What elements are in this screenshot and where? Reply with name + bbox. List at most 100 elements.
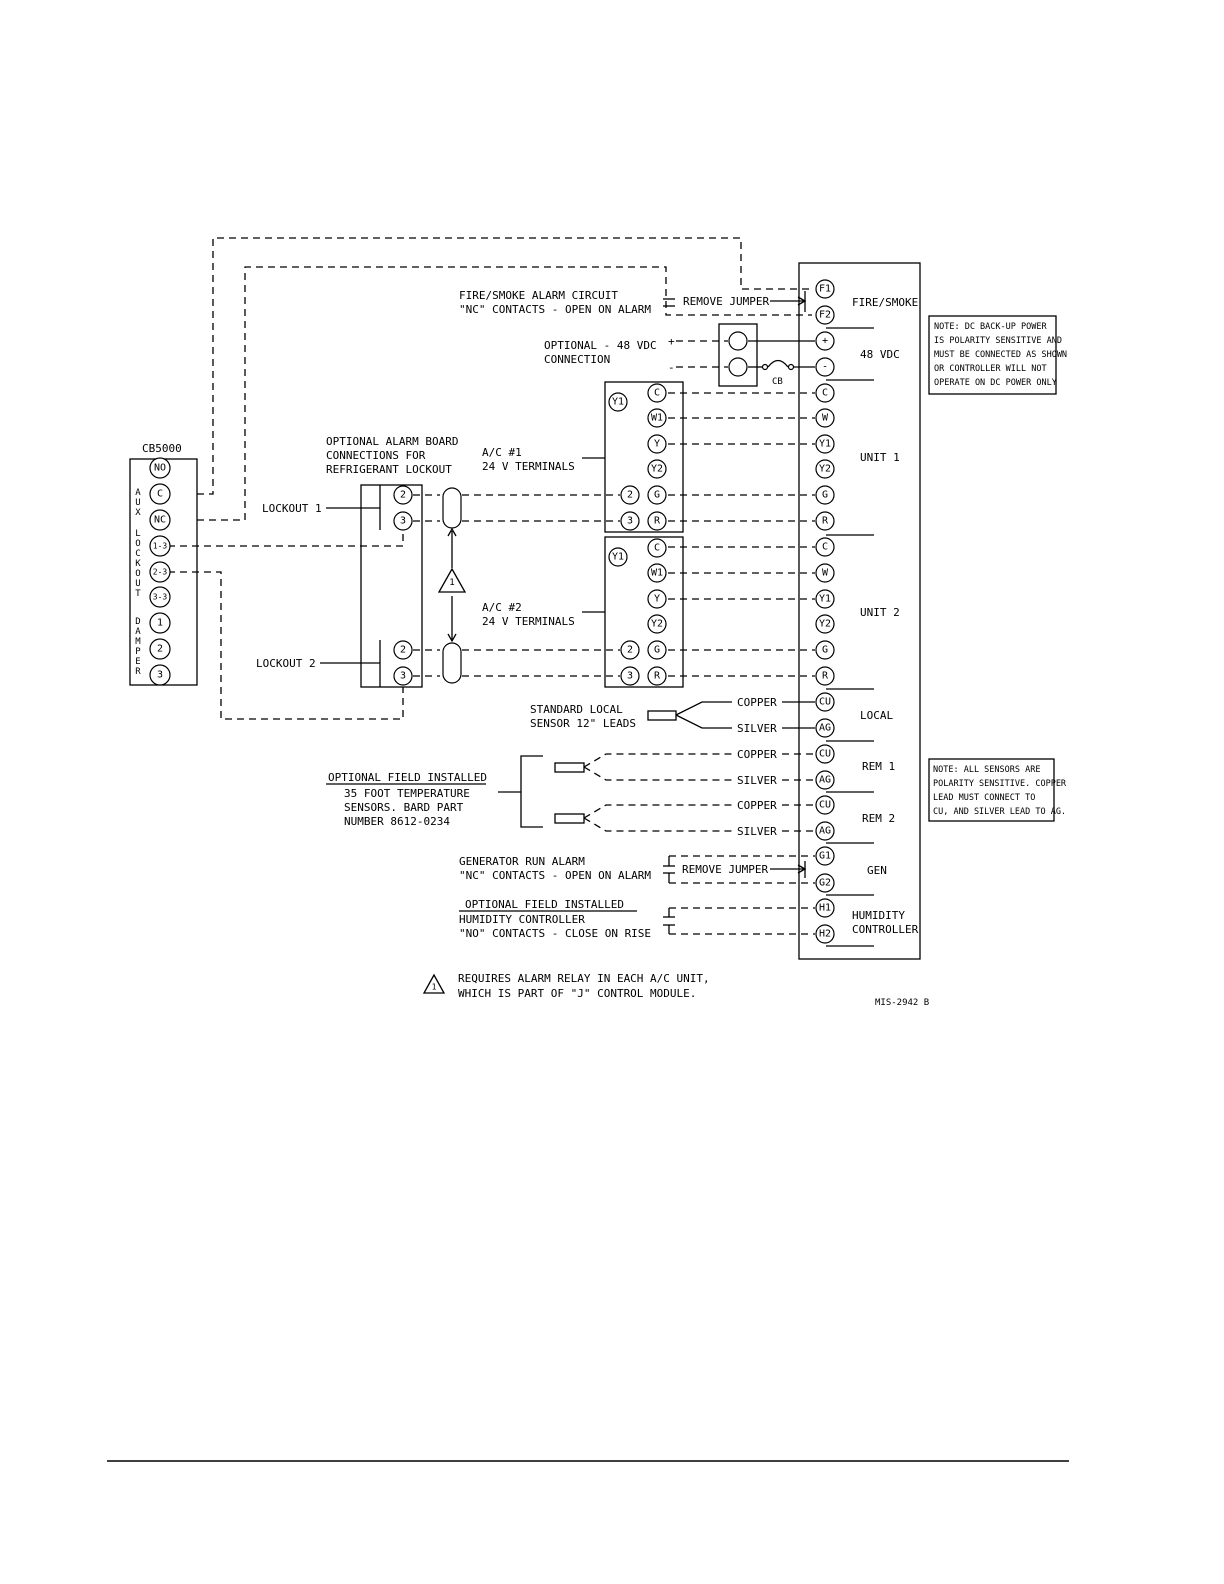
svg-text:REQUIRES ALARM RELAY IN EACH A: REQUIRES ALARM RELAY IN EACH A/C UNIT, xyxy=(458,972,710,985)
svg-text:OR CONTROLLER WILL NOT: OR CONTROLLER WILL NOT xyxy=(934,364,1047,374)
dc-plus-connector xyxy=(728,331,748,351)
terminal-ag: AG xyxy=(815,770,835,790)
svg-text:LEAD MUST CONNECT TO: LEAD MUST CONNECT TO xyxy=(933,793,1035,803)
optional-48vdc-2: CONNECTION xyxy=(544,353,610,366)
svg-text:-: - xyxy=(822,362,828,373)
terminal-y2: Y2 xyxy=(815,459,835,479)
terminal-y1: Y1 xyxy=(815,589,835,609)
svg-text:R: R xyxy=(822,516,829,527)
relay-triangle xyxy=(437,567,467,593)
terminal-1-3: 1-3 xyxy=(149,535,171,557)
svg-text:HUMIDITY CONTROLLER: HUMIDITY CONTROLLER xyxy=(459,913,585,926)
local-sensor-icon xyxy=(647,710,677,721)
section-fire-smoke: FIRE/SMOKE xyxy=(852,296,918,309)
svg-text:CU: CU xyxy=(819,749,831,760)
svg-text:G2: G2 xyxy=(819,878,831,889)
terminal-cu: CU xyxy=(815,744,835,764)
terminal--: - xyxy=(815,357,835,377)
svg-text:1: 1 xyxy=(432,983,437,992)
terminal-c: C xyxy=(647,538,667,558)
svg-text:C: C xyxy=(654,388,660,399)
svg-text:2-3: 2-3 xyxy=(153,568,168,577)
svg-text:COPPER: COPPER xyxy=(737,696,777,709)
cb5000-lockout-label: LOCKOUT xyxy=(133,529,143,599)
svg-text:"NO" CONTACTS - CLOSE ON RISE: "NO" CONTACTS - CLOSE ON RISE xyxy=(459,927,651,940)
controller-box xyxy=(798,262,921,960)
alarm-board: OPTIONAL ALARM BOARD CONNECTIONS FOR REF… xyxy=(256,435,467,688)
terminal-2: 2 xyxy=(393,485,413,505)
ac1-label-1: A/C #1 xyxy=(482,446,522,459)
svg-text:2: 2 xyxy=(400,490,406,501)
section-rem-1: REM 1 xyxy=(862,760,895,773)
svg-text:1-3: 1-3 xyxy=(153,542,168,551)
terminal-h1: H1 xyxy=(815,898,835,918)
section-controller: CONTROLLER xyxy=(852,923,919,936)
terminal-3: 3 xyxy=(393,511,413,531)
svg-text:2: 2 xyxy=(627,645,633,656)
svg-text:NUMBER 8612-0234: NUMBER 8612-0234 xyxy=(344,815,450,828)
svg-text:H1: H1 xyxy=(819,903,831,914)
terminal-ag: AG xyxy=(815,718,835,738)
svg-text:SENSOR 12" LEADS: SENSOR 12" LEADS xyxy=(530,717,636,730)
terminal-r: R xyxy=(647,666,667,686)
aux-nc-wire xyxy=(197,266,812,521)
svg-text:H2: H2 xyxy=(819,929,831,940)
controller-block: F1F2+-CWY1Y2GRCWY1Y2GRCUAGCUAGCUAGG1G2H1… xyxy=(798,262,921,960)
svg-text:Y1: Y1 xyxy=(612,552,624,563)
svg-text:R: R xyxy=(654,516,661,527)
svg-text:G1: G1 xyxy=(819,851,831,862)
lockout-2-3-wire xyxy=(168,571,404,720)
svg-text:SILVER: SILVER xyxy=(737,722,777,735)
alarm-board-title-2: CONNECTIONS FOR xyxy=(326,449,426,462)
svg-text:Y2: Y2 xyxy=(819,464,831,475)
terminal-2: 2 xyxy=(393,640,413,660)
svg-text:R: R xyxy=(654,671,661,682)
fire-smoke-labels: FIRE/SMOKE ALARM CIRCUIT "NC" CONTACTS -… xyxy=(459,289,769,316)
remove-jumper-label-2: REMOVE JUMPER xyxy=(682,863,768,876)
svg-text:F2: F2 xyxy=(819,310,831,321)
remote-sensor-1-icon xyxy=(554,762,585,773)
terminal-3: 3 xyxy=(149,664,171,686)
terminal-r: R xyxy=(647,511,667,531)
svg-text:W: W xyxy=(822,568,829,579)
lockout-2-label: LOCKOUT 2 xyxy=(256,657,316,670)
terminal-3: 3 xyxy=(620,666,640,686)
svg-text:C: C xyxy=(654,543,660,554)
terminal--: + xyxy=(815,331,835,351)
terminal-y1: Y1 xyxy=(815,434,835,454)
cb5000-aux-label: AUX xyxy=(133,488,143,518)
terminal-no: NO xyxy=(149,457,171,479)
terminal-y2: Y2 xyxy=(647,459,667,479)
terminal-g: G xyxy=(815,485,835,505)
svg-text:NO: NO xyxy=(154,463,166,474)
terminal-w1: W1 xyxy=(647,408,667,428)
terminal-g1: G1 xyxy=(815,846,835,866)
svg-text:"NC" CONTACTS - OPEN ON ALARM: "NC" CONTACTS - OPEN ON ALARM xyxy=(459,869,651,882)
cb5000-damper-label: DAMPER xyxy=(133,617,143,677)
svg-text:OPTIONAL FIELD INSTALLED: OPTIONAL FIELD INSTALLED xyxy=(328,771,487,784)
terminal-y: Y xyxy=(647,434,667,454)
dc-note: NOTE: DC BACK-UP POWER IS POLARITY SENSI… xyxy=(928,315,1067,395)
svg-text:Y: Y xyxy=(654,439,660,450)
terminal-2: 2 xyxy=(149,638,171,660)
svg-text:G: G xyxy=(654,490,660,501)
terminal-h2: H2 xyxy=(815,924,835,944)
terminal-y2: Y2 xyxy=(647,614,667,634)
terminal-3: 3 xyxy=(620,511,640,531)
terminal-y: Y xyxy=(647,589,667,609)
terminal-y1: Y1 xyxy=(608,547,628,567)
svg-text:3: 3 xyxy=(400,516,406,527)
svg-text:3: 3 xyxy=(157,670,163,681)
svg-text:1: 1 xyxy=(157,618,163,629)
svg-text:NOTE: ALL SENSORS ARE: NOTE: ALL SENSORS ARE xyxy=(933,765,1040,775)
humidity-labels: OPTIONAL FIELD INSTALLED HUMIDITY CONTRO… xyxy=(459,898,651,940)
svg-text:G: G xyxy=(822,490,828,501)
svg-text:Y1: Y1 xyxy=(819,439,831,450)
terminal-g: G xyxy=(815,640,835,660)
svg-text:MUST BE CONNECTED AS SHOWN: MUST BE CONNECTED AS SHOWN xyxy=(934,350,1067,360)
